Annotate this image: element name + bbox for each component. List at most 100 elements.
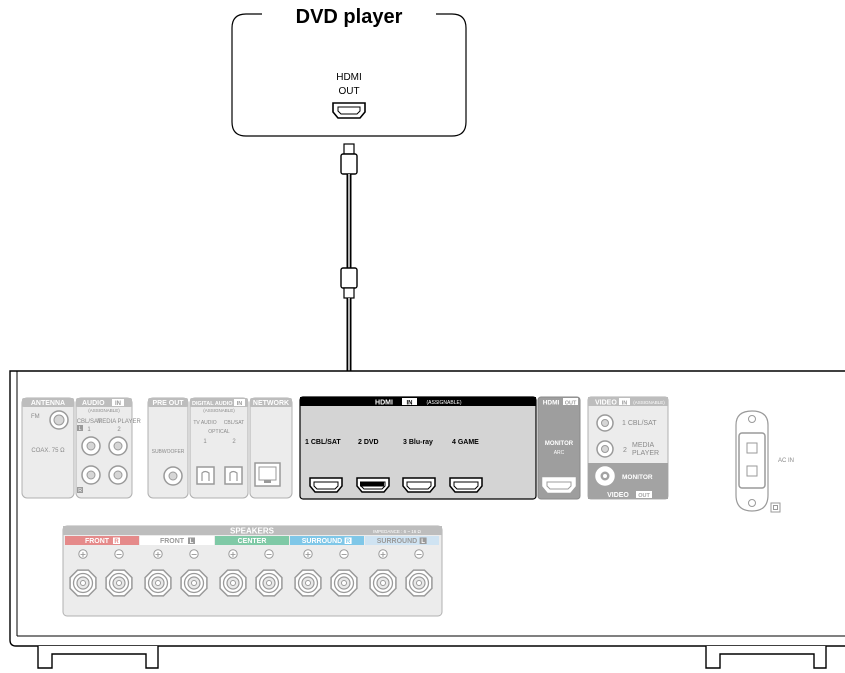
digital-audio-header: DIGITAL AUDIO — [192, 401, 233, 407]
audio-r-mark: R — [78, 488, 82, 494]
hdmi-out-section: HDMI OUT MONITOR ARC — [537, 396, 581, 500]
speaker-label-surround-r: SURROUND — [302, 538, 342, 545]
polarity-plus-center: + — [230, 550, 237, 559]
digital-audio-section: DIGITAL AUDIO IN (ASSIGNABLE) TV AUDIO C… — [189, 397, 249, 499]
speakers-impedance: IMPEDANCE : 6 ~ 16 Ω — [373, 529, 421, 534]
hdmi-in-badge: IN — [407, 401, 413, 407]
audio-in-assignable: (ASSIGNABLE) — [88, 408, 120, 413]
hdmi-plug-top — [340, 143, 358, 175]
speaker-terminal-center-plus[interactable] — [219, 569, 247, 597]
optical-in-2-jack[interactable] — [224, 466, 243, 485]
polarity-minus-surround-r: − — [341, 550, 348, 559]
speaker-terminal-front-l-minus[interactable] — [180, 569, 208, 597]
speaker-side-front-l: L — [190, 539, 194, 545]
pre-out-section: PRE OUT SUBWOOFER — [147, 397, 189, 499]
digital-audio-in-badge: IN — [237, 401, 243, 407]
device-title: DVD player — [296, 6, 403, 28]
speaker-group-center: CENTER+− — [215, 536, 289, 597]
speaker-terminal-surround-r-minus[interactable] — [330, 569, 358, 597]
digital-cbl-sat-label: CBL/SAT — [224, 420, 244, 426]
hdmi-in-4-port[interactable] — [449, 477, 483, 493]
polarity-plus-front-r: + — [80, 550, 87, 559]
polarity-plus-surround-r: + — [305, 550, 312, 559]
dvd-player: DVD player HDMI OUT — [231, 6, 467, 137]
video-in-2-line1: MEDIA — [632, 442, 655, 449]
audio-media-player-label: MEDIA PLAYER — [97, 419, 141, 425]
hdmi-out-header: HDMI — [543, 400, 560, 407]
ac-in-label: AC IN — [778, 458, 794, 464]
polarity-minus-surround-l: − — [416, 550, 423, 559]
speaker-group-front-r: FRONT R + − — [65, 536, 139, 597]
video-out-monitor-label: MONITOR — [622, 474, 653, 481]
pre-out-header: PRE OUT — [152, 400, 184, 407]
hdmi-port-label-3: 3 Blu-ray — [403, 439, 433, 446]
optical-label: OPTICAL — [208, 429, 230, 435]
speaker-side-front-r: R — [114, 539, 119, 545]
hdmi-in-1-port[interactable] — [309, 477, 343, 493]
foot-right — [705, 646, 827, 669]
polarity-minus-front-r: − — [116, 550, 123, 559]
hdmi-port-label-2: 2 DVD — [358, 439, 379, 446]
antenna-header: ANTENNA — [31, 400, 65, 407]
optical-in-1-jack[interactable] — [196, 466, 215, 485]
optical-num1: 1 — [203, 439, 207, 445]
speaker-label-front-l: FRONT — [160, 538, 185, 545]
speaker-terminal-surround-l-minus[interactable] — [405, 569, 433, 597]
coax-label: COAX. 75 Ω — [31, 448, 65, 454]
polarity-minus-front-l: − — [191, 550, 198, 559]
hdmi-out-label-line1: HDMI — [336, 72, 362, 83]
hdmi-out-label-line2: OUT — [338, 86, 359, 97]
video-section: VIDEO IN (ASSIGNABLE) 1 CBL/SAT 2 MEDIA … — [587, 396, 669, 500]
speaker-terminal-front-r-minus[interactable] — [105, 569, 133, 597]
video-in-header: VIDEO — [595, 400, 617, 407]
ac-inlet[interactable] — [738, 432, 766, 489]
hdmi-in-section: HDMI IN (ASSIGNABLE) 1 CBL/SAT 2 DVD 3 B… — [299, 396, 537, 500]
network-section: NETWORK — [249, 397, 293, 499]
av-receiver: ANTENNA FM COAX. 75 Ω AUDIO IN (ASSIGNAB… — [9, 370, 845, 669]
antenna-section: ANTENNA FM COAX. 75 Ω — [21, 397, 75, 499]
hdmi-out-monitor-port[interactable] — [542, 477, 576, 493]
speaker-group-front-l: FRONT L + − — [140, 536, 214, 597]
audio-l-mark: L — [79, 426, 82, 432]
speaker-label-center: CENTER — [238, 538, 267, 545]
speaker-side-surround-l: L — [421, 539, 425, 545]
audio-num1: 1 — [87, 427, 91, 433]
audio-cbl-sat-label: CBL/SAT — [77, 419, 102, 425]
hdmi-port-label-1: 1 CBL/SAT — [305, 439, 341, 446]
polarity-plus-surround-l: + — [380, 550, 387, 559]
hdmi-plug-bottom — [340, 267, 358, 299]
network-header: NETWORK — [253, 400, 289, 407]
optical-num2: 2 — [232, 439, 236, 445]
speaker-group-surround-l: SURROUND L + − — [365, 536, 439, 597]
speaker-terminal-front-l-plus[interactable] — [144, 569, 172, 597]
polarity-plus-front-l: + — [155, 550, 162, 559]
ac-in-section: AC IN — [735, 410, 794, 513]
video-in-badge: IN — [622, 401, 628, 407]
hdmi-in-3-port[interactable] — [402, 477, 436, 493]
hdmi-out-monitor-label: MONITOR — [545, 441, 574, 447]
hdmi-in-assignable: (ASSIGNABLE) — [426, 400, 461, 406]
audio-num2: 2 — [117, 427, 121, 433]
digital-audio-assignable: (ASSIGNABLE) — [203, 408, 235, 413]
hdmi-in-header: HDMI — [375, 400, 393, 407]
fm-label: FM — [31, 414, 40, 420]
dvd-hdmi-out-port[interactable] — [332, 102, 366, 119]
video-out-badge: OUT — [638, 493, 650, 499]
speaker-terminal-surround-r-plus[interactable] — [294, 569, 322, 597]
speaker-terminal-surround-l-plus[interactable] — [369, 569, 397, 597]
speaker-terminal-center-minus[interactable] — [255, 569, 283, 597]
foot-left — [37, 646, 159, 669]
speaker-label-front-r: FRONT — [85, 538, 110, 545]
hdmi-out-badge: OUT — [565, 401, 577, 407]
speaker-terminal-front-r-plus[interactable] — [69, 569, 97, 597]
video-in-2-num: 2 — [623, 447, 627, 454]
video-out-footer: VIDEO — [607, 492, 629, 499]
speaker-label-surround-l: SURROUND — [377, 538, 417, 545]
hdmi-out-arc-label: ARC — [554, 450, 565, 456]
tv-audio-label: TV AUDIO — [193, 420, 216, 426]
subwoofer-label: SUBWOOFER — [152, 449, 185, 455]
audio-in-section: AUDIO IN (ASSIGNABLE) CBL/SAT 1 MEDIA PL… — [75, 397, 141, 499]
